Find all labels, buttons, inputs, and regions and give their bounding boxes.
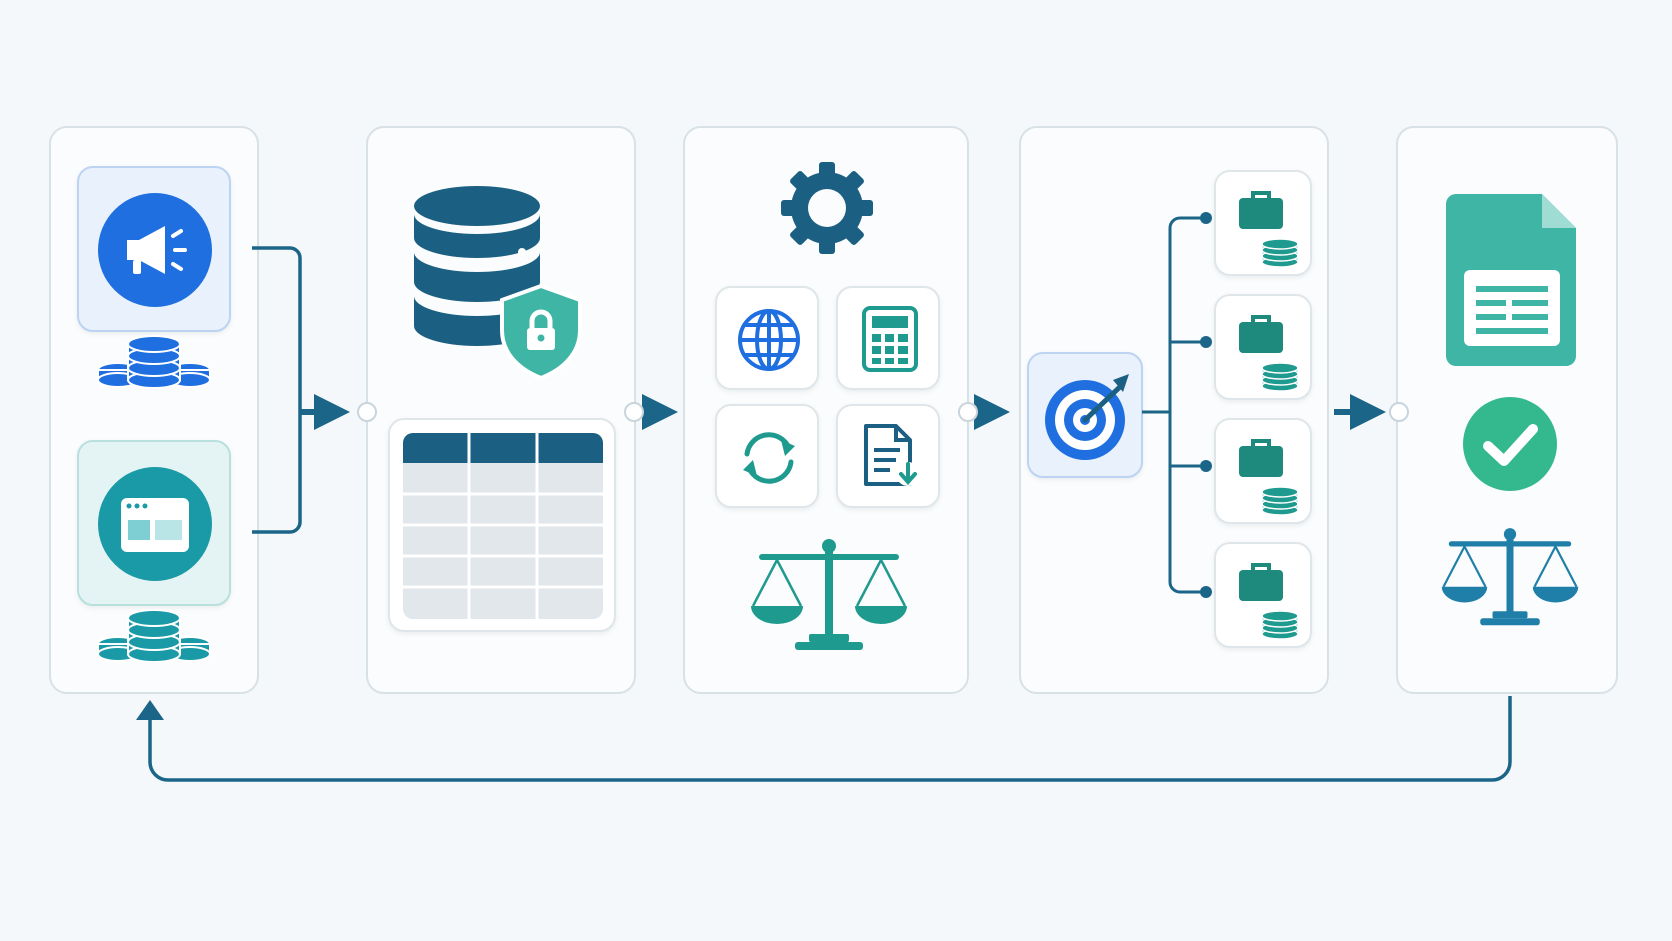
- feedback-loop: [148, 696, 1512, 782]
- megaphone-icon: [98, 193, 212, 307]
- target-icon: [1045, 374, 1129, 460]
- balance-scale-icon: [1441, 528, 1579, 626]
- data-table-icon: [403, 433, 603, 619]
- tool-card-globe: [715, 286, 819, 390]
- gear-icon: [781, 162, 873, 254]
- branch-card-1: [1214, 170, 1312, 276]
- source-card-campaign: [77, 166, 231, 332]
- briefcase-icon: [1239, 191, 1283, 229]
- document-download-icon: [864, 424, 920, 486]
- coin-stack-icon: [97, 335, 211, 389]
- feedback-arrowhead: [136, 700, 164, 720]
- target-card: [1027, 352, 1143, 478]
- tool-card-refresh: [715, 404, 819, 508]
- source-card-web: [77, 440, 231, 606]
- panel-processing: [683, 126, 969, 694]
- panel-sources: [49, 126, 259, 694]
- coin-stack-icon: [1261, 486, 1299, 516]
- checkmark-circle-icon: [1463, 397, 1557, 491]
- data-table-card: [388, 418, 616, 632]
- balance-scale-icon: [751, 539, 907, 650]
- tool-card-document: [836, 404, 940, 508]
- briefcase-icon: [1239, 563, 1283, 601]
- briefcase-icon: [1239, 439, 1283, 477]
- coin-stack-icon: [1261, 362, 1299, 392]
- branch-card-3: [1214, 418, 1312, 524]
- lock-shield-icon: [500, 283, 582, 381]
- panel-storage: [366, 126, 636, 694]
- briefcase-icon: [1239, 315, 1283, 353]
- globe-icon: [738, 309, 800, 371]
- calculator-icon: [862, 306, 918, 372]
- browser-window-icon: [98, 467, 212, 581]
- coin-stack-icon: [1261, 610, 1299, 640]
- merge-connector: [252, 246, 302, 534]
- tool-card-calculator: [836, 286, 940, 390]
- coin-stack-icon: [1261, 238, 1299, 268]
- branch-card-4: [1214, 542, 1312, 648]
- refresh-icon: [743, 432, 795, 484]
- branch-connector: [1142, 216, 1206, 594]
- panel-output: [1396, 126, 1618, 694]
- coin-stack-icon: [97, 609, 211, 663]
- branch-card-2: [1214, 294, 1312, 400]
- spreadsheet-document-icon: [1446, 194, 1576, 366]
